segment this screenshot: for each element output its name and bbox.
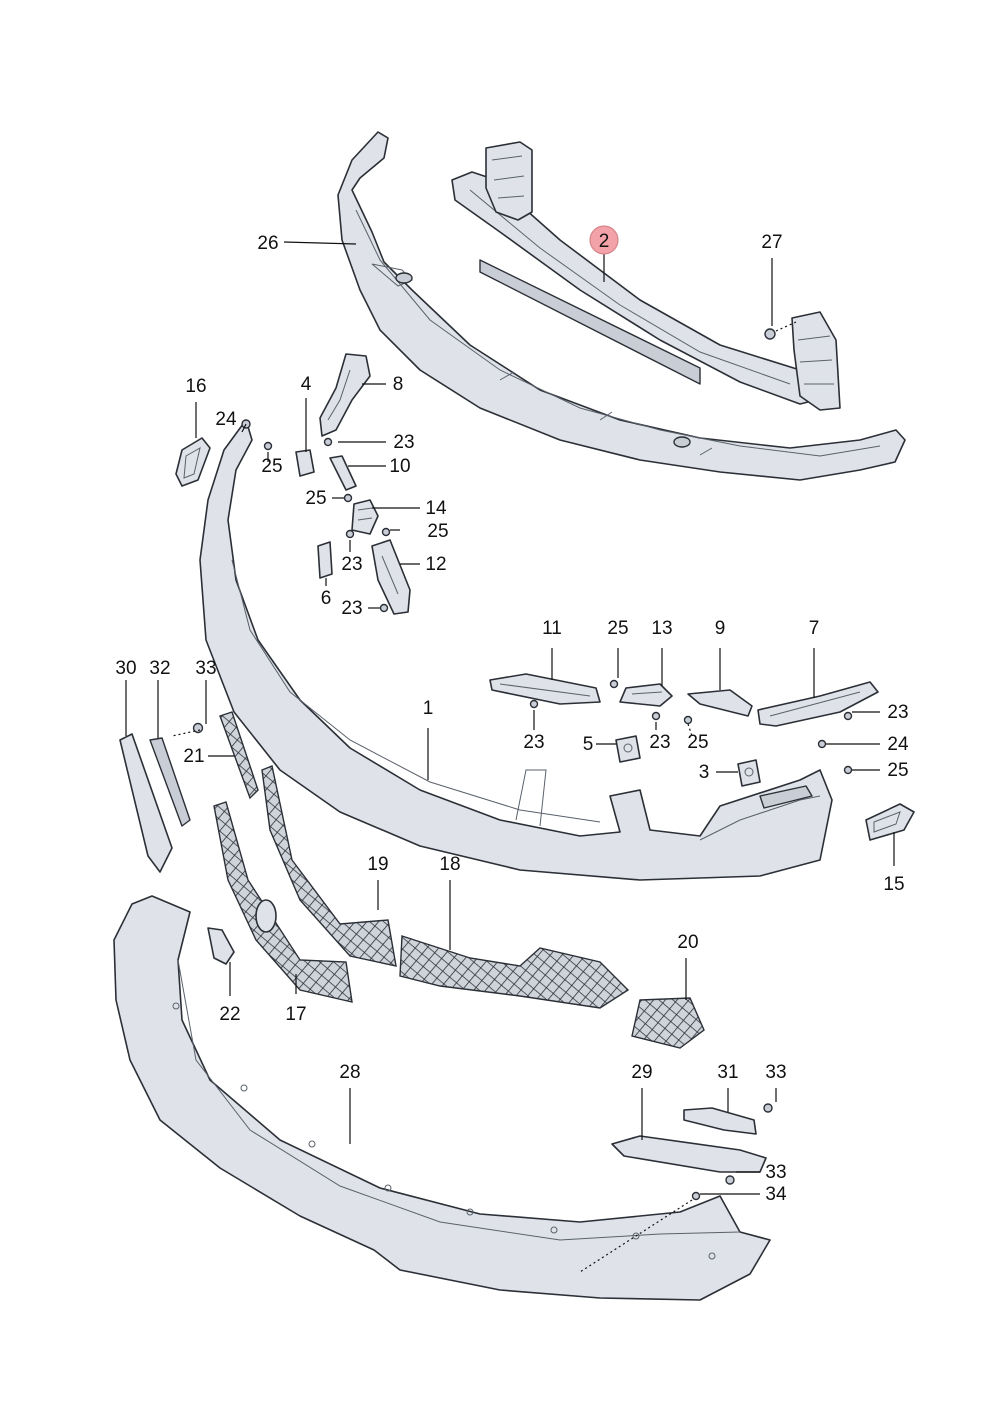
callout-25[interactable]: 25 [427, 521, 448, 542]
part-22-cap [207, 927, 235, 965]
part-2-bumper-beam [451, 141, 841, 411]
callout-2[interactable]: 2 [599, 231, 610, 252]
callout-12[interactable]: 12 [425, 554, 446, 575]
part-3-nut [737, 759, 761, 787]
part-12-bracket [371, 539, 411, 615]
callout-18[interactable]: 18 [439, 854, 460, 875]
callout-13[interactable]: 13 [651, 618, 672, 639]
part-32-trim [149, 737, 191, 827]
callout-19[interactable]: 19 [367, 854, 388, 875]
callout-32[interactable]: 32 [149, 658, 170, 679]
callout-16[interactable]: 16 [185, 376, 206, 397]
callout-23[interactable]: 23 [523, 732, 544, 753]
part-31-bracket [683, 1107, 757, 1135]
callout-7[interactable]: 7 [809, 618, 820, 639]
part-28-spoiler [113, 895, 771, 1301]
callout-25[interactable]: 25 [305, 488, 326, 509]
part-1-bumper-cover [199, 419, 833, 881]
part-10-bracket [329, 455, 357, 491]
callout-24[interactable]: 24 [215, 409, 237, 430]
callout-25[interactable]: 25 [607, 618, 628, 639]
callout-25[interactable]: 25 [261, 456, 282, 477]
callout-5[interactable]: 5 [583, 734, 594, 755]
callout-22[interactable]: 22 [219, 1004, 240, 1025]
highlight-marker [589, 225, 619, 255]
callout-34[interactable]: 34 [765, 1184, 787, 1205]
part-5-nut [615, 735, 641, 763]
callout-31[interactable]: 31 [717, 1062, 738, 1083]
callout-26[interactable]: 26 [257, 233, 278, 254]
callout-30[interactable]: 30 [115, 658, 136, 679]
callout-23[interactable]: 23 [649, 732, 670, 753]
part-14-bracket [351, 499, 379, 535]
callout-23[interactable]: 23 [393, 432, 414, 453]
callout-1[interactable]: 1 [423, 698, 434, 719]
part-29-trim [611, 1135, 767, 1173]
callout-10[interactable]: 10 [389, 456, 410, 477]
callout-33[interactable]: 33 [195, 658, 216, 679]
callout-11[interactable]: 11 [542, 618, 562, 639]
part-15-frame [865, 803, 915, 841]
part-11-bracket [489, 673, 601, 705]
part-17-grille [213, 801, 353, 1003]
callout-27[interactable]: 27 [761, 232, 782, 253]
part-8-bracket [319, 353, 371, 437]
part-18-grille [399, 935, 630, 1009]
callout-6[interactable]: 6 [321, 588, 332, 609]
callout-8[interactable]: 8 [393, 374, 404, 395]
part-7-bracket [757, 681, 879, 727]
part-4-clip [295, 449, 315, 477]
part-27-screw [764, 321, 797, 340]
part-20-grille [631, 997, 705, 1049]
callout-23[interactable]: 23 [341, 598, 362, 619]
callout-33[interactable]: 33 [765, 1062, 786, 1083]
callout-15[interactable]: 15 [883, 874, 904, 895]
part-21-grille [219, 711, 259, 800]
callout-25[interactable]: 25 [687, 732, 708, 753]
part-30-trim [119, 733, 173, 873]
callout-3[interactable]: 3 [699, 762, 710, 783]
part-26-carrier [337, 131, 906, 481]
callout-17[interactable]: 17 [285, 1004, 306, 1025]
part-19-grille [261, 765, 397, 967]
callout-33[interactable]: 33 [765, 1162, 786, 1183]
callout-9[interactable]: 9 [715, 618, 726, 639]
part-16-frame [175, 437, 211, 487]
part-13-bracket [619, 683, 673, 707]
callout-24[interactable]: 24 [887, 734, 909, 755]
part-9-bracket [687, 689, 753, 717]
callout-20[interactable]: 20 [677, 932, 698, 953]
callout-labels: 26 2 27 16 4 8 24 23 25 10 25 14 25 23 1… [115, 231, 909, 1205]
part-6-clip [317, 541, 333, 579]
callout-28[interactable]: 28 [339, 1062, 360, 1083]
callout-21[interactable]: 21 [183, 746, 204, 767]
callout-4[interactable]: 4 [301, 374, 312, 395]
callout-23[interactable]: 23 [887, 702, 908, 723]
leader-lines [125, 241, 895, 1195]
callout-29[interactable]: 29 [631, 1062, 652, 1083]
callout-25[interactable]: 25 [887, 760, 908, 781]
callout-14[interactable]: 14 [425, 498, 447, 519]
callout-23[interactable]: 23 [341, 554, 362, 575]
lower-fasteners [579, 1103, 773, 1273]
